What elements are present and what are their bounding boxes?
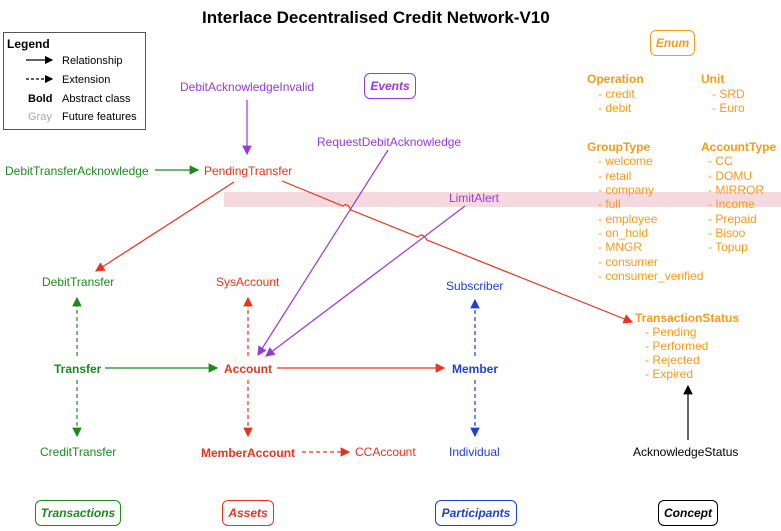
enum-account-type-name: AccountType xyxy=(701,140,777,154)
enum-unit-value: - Euro xyxy=(712,101,745,115)
legend-extension-label: Extension xyxy=(62,74,111,86)
member-node: Member xyxy=(452,362,499,376)
member-account-node: MemberAccount xyxy=(201,446,296,460)
request-debit-ack-to-account-arrow xyxy=(257,149,389,357)
enum-transaction-status-value: - Performed xyxy=(645,339,709,353)
enum-group-type-value: - full xyxy=(598,197,621,211)
enum-transaction-status-value: - Pending xyxy=(645,325,697,339)
enum-group-type-value: - consumer xyxy=(598,255,659,269)
enum-unit-name: Unit xyxy=(701,72,725,86)
transactions-category-badge: Transactions xyxy=(35,500,121,526)
legend-gray-key: Gray xyxy=(28,111,52,123)
individual-node: Individual xyxy=(449,445,500,459)
legend-gray-desc: Future features xyxy=(62,111,137,123)
pending-to-debit-transfer-arrow xyxy=(94,181,235,272)
enum-account-type-value: - Topup xyxy=(708,240,748,254)
account-node: Account xyxy=(224,362,272,376)
enum-account-type-value: - MIRROR xyxy=(708,183,764,197)
diagram-title: Interlace Decentralised Credit Network-V… xyxy=(202,8,550,27)
debit-transfer-acknowledge-node: DebitTransferAcknowledge xyxy=(5,164,149,178)
enum-group-type-value: - MNGR xyxy=(598,240,642,254)
sys-account-node: SysAccount xyxy=(216,275,280,289)
legend-arrows xyxy=(26,55,54,84)
limit-alert-node: LimitAlert xyxy=(449,191,500,205)
enum-category-badge: Enum xyxy=(650,30,695,56)
participants-category-badge: Participants xyxy=(435,500,517,526)
enum-group-type-value: - employee xyxy=(598,212,658,226)
assets-category-badge: Assets xyxy=(222,500,274,526)
events-category-badge: Events xyxy=(364,73,416,99)
enum-group-type-name: GroupType xyxy=(587,140,651,154)
subscriber-node: Subscriber xyxy=(446,279,504,293)
enum-group-type-value: - consumer_verified xyxy=(598,269,704,283)
debit-acknowledge-invalid-node: DebitAcknowledgeInvalid xyxy=(180,80,315,94)
enum-account-type-value: - Income xyxy=(708,197,755,211)
pending-to-transaction-status-arrow xyxy=(281,180,634,324)
legend-heading: Legend xyxy=(7,37,50,51)
enum-transaction-status-name: TransactionStatus xyxy=(635,311,740,325)
enum-operation-value: - debit xyxy=(598,101,632,115)
enum-unit-value: - SRD xyxy=(712,87,745,101)
credit-transfer-node: CreditTransfer xyxy=(40,445,117,459)
legend-relationship-label: Relationship xyxy=(62,55,123,67)
acknowledge-status-node: AcknowledgeStatus xyxy=(633,445,739,459)
enum-account-type-value: - Prepaid xyxy=(708,212,757,226)
enum-group-type-value: - welcome xyxy=(598,154,653,168)
debit-transfer-node: DebitTransfer xyxy=(42,275,115,289)
enum-operation-name: Operation xyxy=(587,72,644,86)
legend-bold-desc: Abstract class xyxy=(62,93,131,105)
enum-transaction-status-value: - Expired xyxy=(645,367,694,381)
concept-category-badge: Concept xyxy=(658,500,718,526)
enum-group-type-value: - company xyxy=(598,183,655,197)
pending-transfer-node: PendingTransfer xyxy=(204,164,293,178)
enum-operation-value: - credit xyxy=(598,87,635,101)
limit-alert-to-account-arrow xyxy=(265,205,466,357)
legend-box: Legend Relationship Extension Bold Abstr… xyxy=(3,32,146,130)
enum-group-type-value: - on_hold xyxy=(598,226,649,240)
transfer-node: Transfer xyxy=(54,362,102,376)
highlight-band xyxy=(224,192,781,207)
legend-bold-key: Bold xyxy=(28,93,53,105)
enum-account-type-value: - CC xyxy=(708,154,733,168)
request-debit-acknowledge-node: RequestDebitAcknowledge xyxy=(317,135,462,149)
enum-transaction-status-value: - Rejected xyxy=(645,353,700,367)
cc-account-node: CCAccount xyxy=(355,445,416,459)
enum-account-type-value: - DOMU xyxy=(708,169,752,183)
enum-group-type-value: - retail xyxy=(598,169,632,183)
enum-account-type-value: - Bisoo xyxy=(708,226,746,240)
